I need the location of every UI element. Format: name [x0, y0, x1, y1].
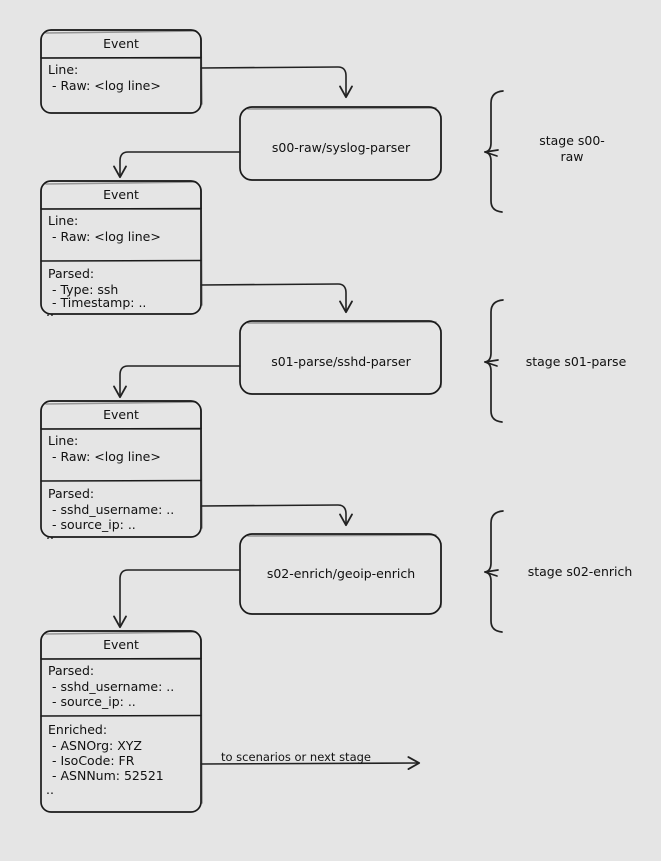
connector-event2-to-proc2 [200, 283, 353, 314]
event-card-3: Event Line: - Raw: <log line> Parsed: - … [40, 400, 203, 542]
exit-flow-label: to scenarios or next stage [221, 750, 371, 764]
event-section-item: - source_ip: .. [52, 694, 136, 709]
event-title: Event [103, 407, 139, 422]
event-section-item: - sshd_username: .. [52, 679, 174, 694]
stage-label-line: raw [560, 149, 583, 164]
stage-group-2: stage s01-parse [484, 299, 627, 423]
processor-label: s00-raw/syslog-parser [272, 140, 411, 155]
event-section-item: - source_ip: .. [52, 517, 136, 532]
event-section-item: - sshd_username: .. [52, 502, 174, 517]
event-section-heading: Parsed: [48, 266, 94, 281]
event-card-2: Event Line: - Raw: <log line> Parsed: - … [40, 180, 203, 319]
stage-label-line: stage s00- [539, 133, 605, 148]
processor-label: s01-parse/sshd-parser [271, 354, 411, 369]
event-section-item: - Raw: <log line> [52, 229, 161, 244]
event-section-item: - ASNNum: 52521 [52, 768, 164, 783]
event-title: Event [103, 187, 139, 202]
connector-event3-to-proc3 [200, 504, 353, 527]
connector-proc2-to-event3 [113, 365, 241, 399]
stage-label-line: stage s02-enrich [528, 564, 633, 579]
stage-group-3: stage s02-enrich [484, 510, 633, 633]
event-section-item: - Raw: <log line> [52, 78, 161, 93]
event-section-ellipsis: .. [46, 304, 54, 319]
event-section-heading: Parsed: [48, 663, 94, 678]
event-section-ellipsis: .. [46, 782, 54, 797]
event-section-item: - ASNOrg: XYZ [52, 738, 142, 753]
processor-label: s02-enrich/geoip-enrich [267, 566, 415, 581]
event-section-item: - Type: ssh [52, 282, 118, 297]
event-title: Event [103, 36, 139, 51]
stage-group-1: stage s00- raw [484, 90, 605, 213]
connector-event1-to-proc1 [200, 66, 353, 99]
processor-card-3[interactable]: s02-enrich/geoip-enrich [239, 533, 442, 615]
event-section-item: - Raw: <log line> [52, 449, 161, 464]
event-section-item: - IsoCode: FR [52, 753, 135, 768]
event-section-heading: Line: [48, 433, 78, 448]
event-section-ellipsis: .. [46, 527, 54, 542]
event-section-heading: Line: [48, 62, 78, 77]
connector-proc3-to-event4 [113, 569, 241, 629]
connector-proc1-to-event2 [113, 151, 241, 179]
event-section-heading: Parsed: [48, 486, 94, 501]
stage-label-line: stage s01-parse [526, 354, 627, 369]
event-card-1: Event Line: - Raw: <log line> [40, 29, 203, 114]
event-card-4: Event Parsed: - sshd_username: .. - sour… [40, 630, 203, 813]
event-section-item: - Timestamp: .. [52, 295, 146, 310]
event-section-heading: Line: [48, 213, 78, 228]
processor-card-1[interactable]: s00-raw/syslog-parser [239, 106, 442, 181]
connector-exit-flow [200, 756, 421, 770]
processor-card-2[interactable]: s01-parse/sshd-parser [239, 320, 442, 395]
event-section-heading: Enriched: [48, 722, 107, 737]
event-title: Event [103, 637, 139, 652]
